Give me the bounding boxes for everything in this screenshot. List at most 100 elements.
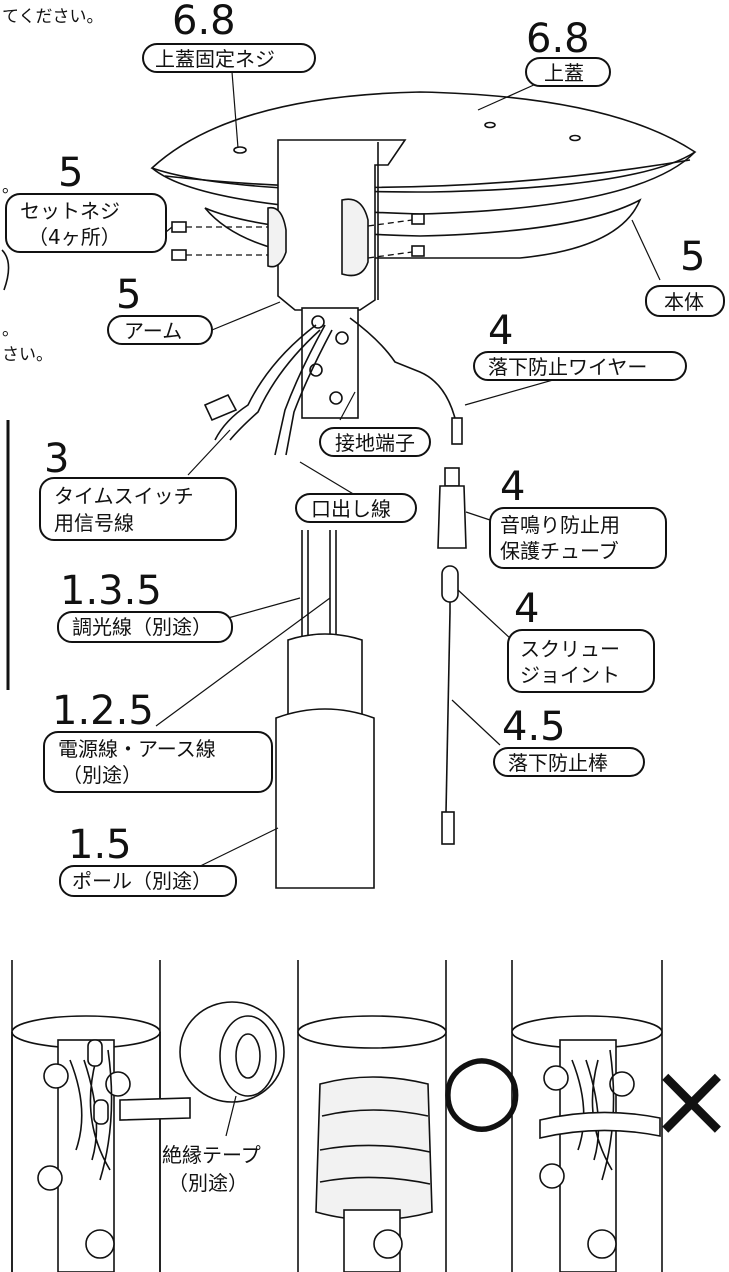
callout-label: 上蓋 xyxy=(544,61,584,85)
set-screw-axis-4 xyxy=(367,251,413,259)
step-number: 5 xyxy=(680,234,705,280)
arm-side-window-left xyxy=(267,206,287,268)
callout-label: 調光線（別途） xyxy=(72,615,212,639)
label-box xyxy=(525,57,611,87)
callout-sub-label: 用信号線 xyxy=(54,511,134,535)
step-number: 1.3.5 xyxy=(60,568,162,614)
pole-mouth xyxy=(297,1015,447,1049)
callout-label: タイムスイッチ xyxy=(54,484,194,508)
connector xyxy=(373,1229,403,1259)
tube-body xyxy=(437,485,467,549)
label-box xyxy=(59,865,237,897)
callout-power-wire: 1.2.5 電源線・アース線 （別途） xyxy=(43,688,273,793)
tape-wraps xyxy=(319,1109,431,1185)
lead-wire-b xyxy=(285,329,333,456)
timer-wire-tie xyxy=(203,393,238,422)
fall-wire-end xyxy=(451,417,463,445)
callout-fall-rod: 4.5 落下防止棒 xyxy=(493,704,645,777)
fall-rod-part xyxy=(441,565,459,845)
callout-sub-label: ジョイント xyxy=(520,663,620,687)
callout-sub-label: （4ヶ所） xyxy=(28,225,121,249)
taping-example-left xyxy=(11,960,191,1272)
callout-set-screw: 5 セットネジ （4ヶ所） xyxy=(5,150,167,253)
label-box xyxy=(5,193,167,253)
callout-pole: 1.5 ポール（別途） xyxy=(59,822,237,897)
callout-sub-label: 保護チューブ xyxy=(500,539,619,563)
callout-label: 口出し線 xyxy=(311,497,391,521)
connector-3 xyxy=(539,1163,565,1189)
callout-label: 落下防止棒 xyxy=(508,751,608,775)
label-box xyxy=(473,351,687,381)
wire-cap-1 xyxy=(87,1039,103,1067)
callout-label: 落下防止ワイヤー xyxy=(488,355,647,379)
lead-wire-a xyxy=(274,324,326,456)
pole-part xyxy=(275,530,375,889)
connector-2 xyxy=(105,1071,131,1097)
callout-label: ポール（別途） xyxy=(72,869,212,893)
step-number: 3 xyxy=(44,436,69,482)
callout-label: 本体 xyxy=(664,290,704,314)
label-box xyxy=(507,629,655,693)
screw-joint-shape xyxy=(441,565,459,603)
set-screw-2 xyxy=(171,249,187,261)
callout-sound-tube: 4 音鳴り防止用 保護チューブ xyxy=(489,464,667,569)
connector-3 xyxy=(37,1165,63,1191)
step-number: 6.8 xyxy=(526,16,590,62)
label-box xyxy=(493,747,645,777)
tape-sub-label: （別途） xyxy=(168,1171,248,1195)
partial-arrow-mark xyxy=(1,249,10,291)
set-screw-axis-3 xyxy=(367,219,413,227)
tape-roll-hole xyxy=(235,1033,261,1079)
tube-top xyxy=(444,467,460,487)
set-screw-1 xyxy=(171,221,187,233)
callout-ground-terminal: 接地端子 xyxy=(319,427,431,457)
label-box xyxy=(319,427,431,457)
label-box xyxy=(43,731,273,793)
callout-top-cover-screw: 6.8 上蓋固定ネジ xyxy=(142,0,316,73)
callout-label: 接地端子 xyxy=(335,431,415,455)
callout-label: アーム xyxy=(124,319,182,343)
cover-screw-head xyxy=(233,146,247,154)
pole-shape xyxy=(275,708,375,889)
label-box xyxy=(489,507,667,569)
callout-sub-label: （別途） xyxy=(62,763,142,787)
label-box xyxy=(39,477,237,541)
step-number: 4 xyxy=(514,586,539,632)
step-number: 6.8 xyxy=(172,0,236,44)
set-screw-3 xyxy=(411,213,425,225)
ok-mark: ○ xyxy=(440,1031,524,1143)
cover-mark-2 xyxy=(569,134,581,142)
mid-text-fragment-3: さい。 xyxy=(2,345,53,365)
step-number: 4 xyxy=(500,464,525,510)
mid-text-fragment-2: 。 xyxy=(2,320,19,340)
callout-label: 上蓋固定ネジ xyxy=(155,47,275,71)
leader-lines xyxy=(155,71,661,873)
callout-timer-signal: 3 タイムスイッチ 用信号線 xyxy=(39,436,237,541)
cover-mark-1 xyxy=(484,121,496,129)
callout-dimmer-wire: 1.3.5 調光線（別途） xyxy=(57,568,233,643)
callout-top-cover: 6.8 上蓋 xyxy=(525,16,611,87)
tape-strip xyxy=(119,1097,191,1121)
wire-cap-2 xyxy=(93,1099,109,1125)
top-cover-shape xyxy=(150,91,697,193)
mid-text-fragment-1: 。 xyxy=(2,177,19,197)
step-number: 5 xyxy=(116,272,141,318)
cable-sheath xyxy=(287,633,363,721)
top-text-fragment: てください。 xyxy=(2,7,104,27)
fall-rod-shape xyxy=(445,611,451,813)
fall-rod-tip xyxy=(441,811,455,845)
callout-fall-wire: 4 落下防止ワイヤー xyxy=(473,308,687,381)
taping-example-ok xyxy=(297,960,447,1272)
connector-4 xyxy=(85,1229,115,1259)
tape-label: 絶縁テープ xyxy=(162,1143,261,1167)
callout-lead-wire: 口出し線 xyxy=(295,493,417,523)
step-number: 1.2.5 xyxy=(52,688,154,734)
callout-arm: 5 アーム xyxy=(107,272,213,345)
step-number: 5 xyxy=(58,150,83,196)
arm-side-window-right xyxy=(341,198,369,277)
callout-label: 電源線・アース線 xyxy=(58,737,216,761)
timer-signal-wire-b xyxy=(229,329,321,441)
callout-label: 音鳴り防止用 xyxy=(500,513,620,537)
taping-example-ng xyxy=(511,960,663,1272)
loose-tape-band xyxy=(539,1111,661,1140)
